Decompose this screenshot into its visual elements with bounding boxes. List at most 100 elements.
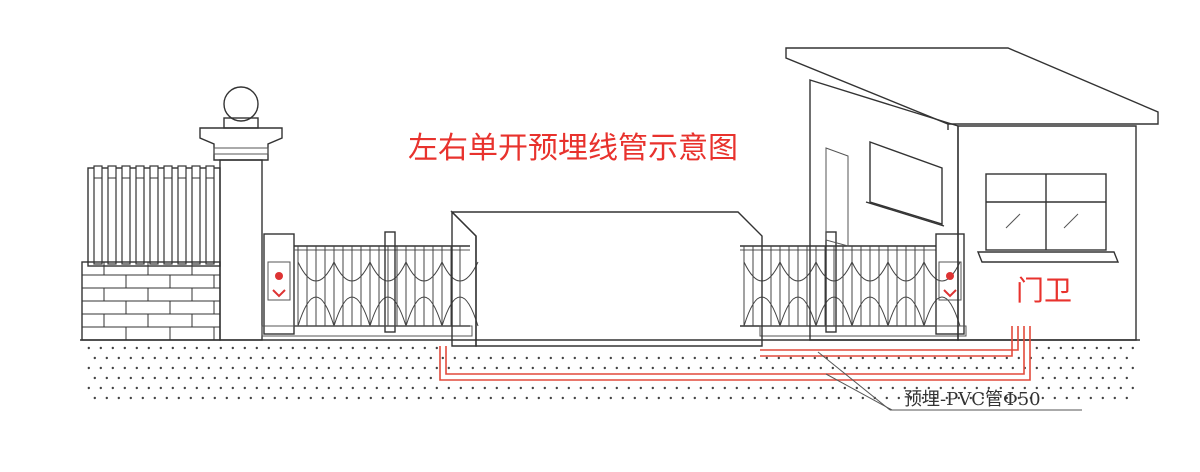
soil-dot: [477, 356, 480, 360]
soil-dot: [309, 376, 312, 380]
gate-arch: [779, 261, 817, 282]
soil-dot: [897, 396, 900, 400]
soil-dot: [963, 386, 966, 390]
soil-dot: [183, 386, 186, 390]
soil-dot: [549, 396, 552, 400]
ball-finial-icon: [223, 86, 259, 122]
soil-dot: [351, 366, 354, 370]
soil-dot: [291, 366, 294, 370]
soil-dot: [639, 366, 642, 370]
soil-dot: [423, 366, 426, 370]
soil-dot: [531, 366, 534, 370]
soil-dot: [279, 386, 282, 390]
soil-dot: [147, 346, 150, 350]
soil-dot: [147, 366, 150, 370]
gate-arch: [297, 261, 335, 282]
soil-dot: [687, 386, 690, 390]
soil-dot: [231, 366, 234, 370]
soil-dot: [519, 366, 522, 370]
soil-dot: [939, 386, 942, 390]
soil-dot: [153, 376, 156, 380]
soil-dot: [237, 376, 240, 380]
soil-dot: [693, 356, 696, 360]
soil-dot: [189, 396, 192, 400]
guard-house: [785, 47, 1159, 341]
soil-dot: [777, 396, 780, 400]
soil-dot: [1041, 356, 1045, 360]
soil-dot: [663, 386, 666, 390]
soil-dot: [225, 396, 228, 400]
gate-bars: [297, 246, 479, 327]
soil-dot: [681, 396, 684, 400]
soil-dot: [501, 396, 504, 400]
soil-dot: [357, 356, 360, 360]
soil-dot: [495, 366, 498, 370]
soil-dot: [471, 386, 474, 390]
soil-dot: [351, 386, 354, 390]
soil-dot: [363, 386, 366, 390]
soil-dot: [177, 356, 180, 360]
soil-dot: [1113, 376, 1117, 380]
soil-dot: [891, 386, 894, 390]
soil-dot: [429, 356, 432, 360]
soil-dots: [87, 346, 1135, 400]
soil-dot: [735, 386, 738, 390]
soil-dot: [183, 346, 186, 350]
soil-dot: [579, 386, 582, 390]
soil-dot: [1125, 376, 1129, 380]
soil-dot: [345, 396, 348, 400]
soil-dot: [267, 366, 270, 370]
soil-dot: [981, 396, 984, 400]
soil-dot: [849, 396, 852, 400]
guard-label: 门卫: [1016, 274, 1072, 307]
soil-dot: [381, 376, 384, 380]
soil-dot: [387, 346, 390, 350]
soil-dot: [669, 396, 672, 400]
soil-dot: [291, 386, 294, 390]
soil-dot: [195, 366, 198, 370]
soil-dot: [927, 366, 930, 370]
soil-dot: [1095, 346, 1099, 350]
soil-dot: [789, 396, 792, 400]
soil-dot: [369, 356, 372, 360]
soil-dot: [507, 366, 510, 370]
soil-dot: [255, 346, 258, 350]
soil-dot: [261, 396, 264, 400]
soil-dot: [1017, 396, 1020, 400]
soil-dot: [429, 376, 432, 380]
soil-dot: [981, 356, 984, 360]
paling: [121, 165, 131, 265]
soil-dot: [357, 376, 360, 380]
soil-dot: [213, 356, 216, 360]
soil-dot: [357, 396, 360, 400]
soil-dot: [903, 386, 906, 390]
soil-dot: [195, 386, 198, 390]
soil-dot: [603, 366, 606, 370]
soil-dot: [1047, 386, 1051, 390]
soil-dot: [219, 346, 222, 350]
soil-dot: [417, 356, 420, 360]
soil-dot: [789, 356, 792, 360]
soil-dot: [813, 356, 816, 360]
soil-dot: [615, 366, 618, 370]
gate-arch: [441, 296, 479, 327]
leader-lines: [817, 351, 1082, 411]
soil-dot: [141, 376, 144, 380]
soil-dot: [867, 366, 870, 370]
soil-dot: [591, 366, 594, 370]
soil-dot: [171, 366, 174, 370]
soil-dot: [609, 396, 612, 400]
left-retractable-gate: [261, 231, 479, 337]
soil-dot: [165, 356, 168, 360]
soil-dot: [495, 386, 498, 390]
left-fence: [81, 165, 221, 341]
soil-dot: [435, 366, 438, 370]
soil-dot: [129, 376, 132, 380]
soil-dot: [177, 376, 180, 380]
soil-dot: [951, 366, 954, 370]
soil-dot: [609, 356, 612, 360]
soil-dot: [1119, 386, 1123, 390]
soil-dot: [339, 386, 342, 390]
soil-dot: [105, 356, 109, 360]
soil-dot: [795, 366, 798, 370]
